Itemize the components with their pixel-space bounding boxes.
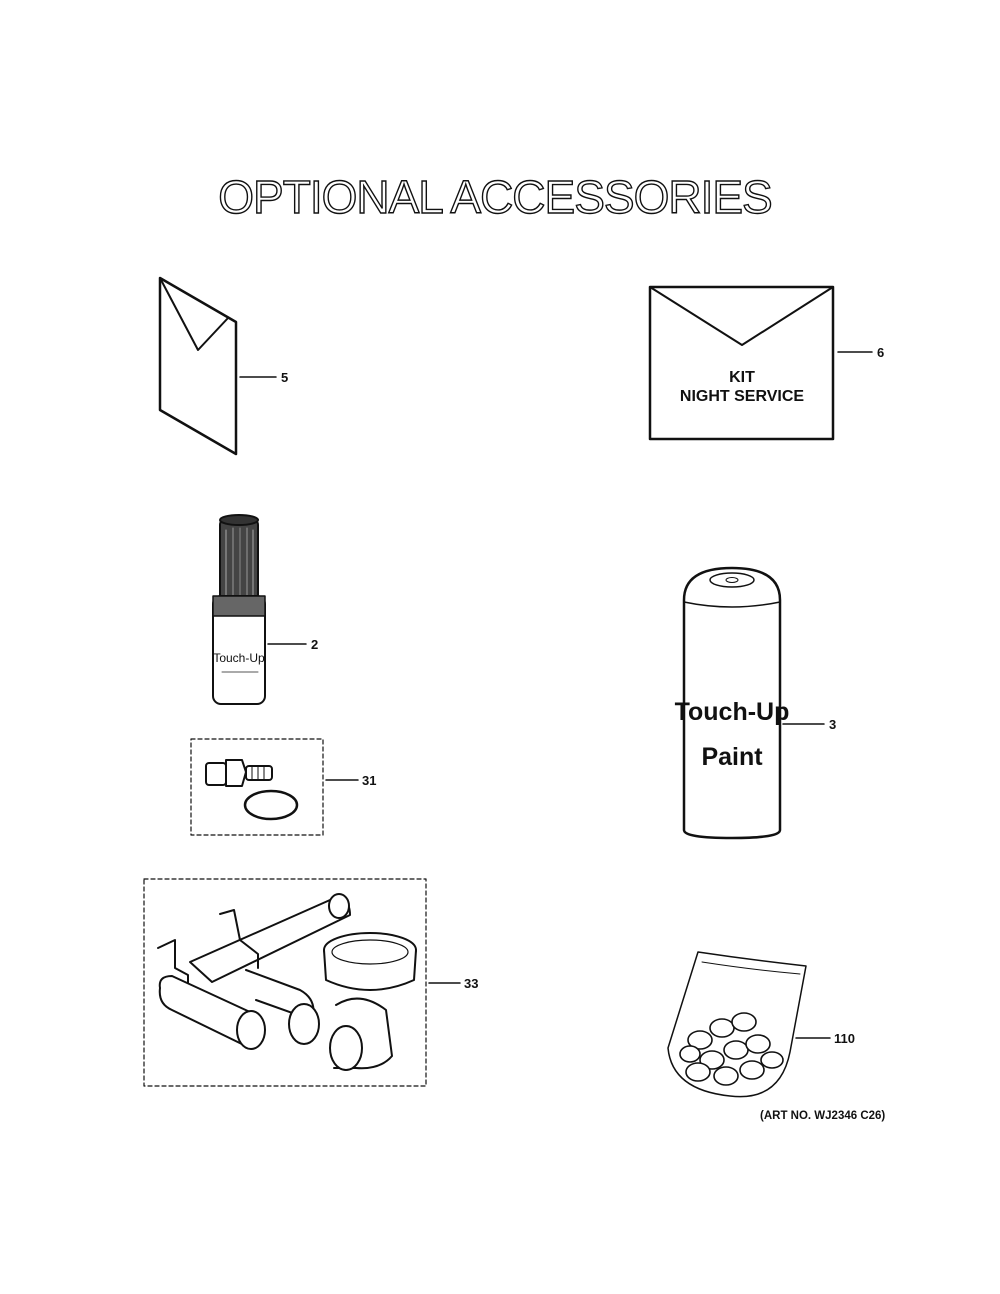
- page-title: OPTIONAL ACCESSORIES: [218, 170, 774, 223]
- callout-31: 31: [362, 773, 376, 788]
- pipe-kit: 33: [143, 878, 478, 1087]
- hardware-bag: 110: [667, 951, 855, 1098]
- can-label-line1: Touch-Up: [675, 698, 790, 726]
- fitting-kit: 31: [190, 738, 376, 836]
- touch-up-spray-can: Touch-Up Paint 3: [675, 566, 836, 840]
- can-label-line2: Paint: [701, 743, 763, 771]
- kit-label-line1: KIT: [729, 369, 755, 386]
- kit-envelope: KIT NIGHT SERVICE 6: [648, 285, 884, 441]
- callout-110: 110: [834, 1031, 855, 1046]
- callout-5: 5: [281, 370, 288, 385]
- kit-label-line2: NIGHT SERVICE: [680, 388, 805, 405]
- pen-label: Touch-Up: [213, 651, 265, 665]
- callout-6: 6: [877, 345, 884, 360]
- callout-33: 33: [464, 976, 478, 991]
- touch-up-pen: Touch-Up 2: [212, 514, 318, 705]
- manual-sheet: 5: [158, 276, 288, 456]
- callout-3: 3: [829, 717, 836, 732]
- callout-2: 2: [311, 637, 318, 652]
- art-number: (ART NO. WJ2346 C26): [760, 1110, 886, 1122]
